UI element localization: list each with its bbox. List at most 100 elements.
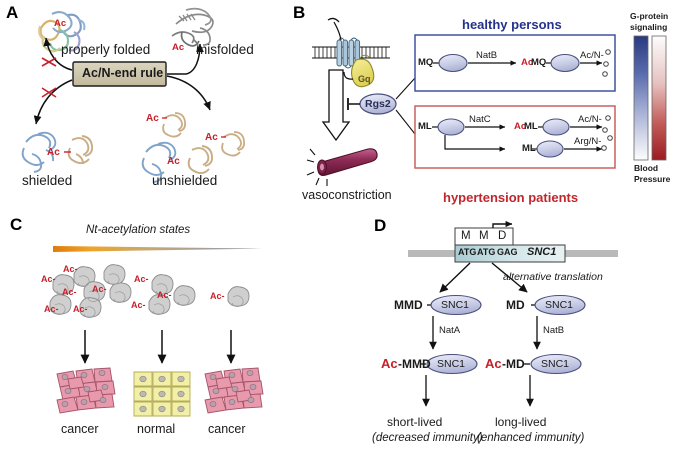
gpcr-receptor-icon [327, 17, 361, 69]
oval-acmq [550, 53, 580, 73]
gene-name-label: SNC1 [527, 246, 557, 258]
ac-tag-c-10: Ac- [210, 291, 225, 301]
healthy-substrate-label: MQ [418, 57, 434, 68]
branch-alt [444, 135, 506, 152]
arrow-to-shielded [33, 79, 73, 125]
right-enzyme-label: NatB [543, 325, 565, 336]
oval-acml [542, 118, 570, 136]
blocked-mark-shielded [41, 87, 57, 98]
label-properly-folded: properly folded [61, 42, 151, 57]
legend-bottom-line2: Pressure [634, 174, 671, 184]
degradation-products-healthy [602, 49, 611, 77]
legend-bar-g-protein-signaling [633, 35, 649, 161]
right-fate-label: long-lived [495, 415, 547, 429]
hyper-ac-label: Ac [514, 121, 527, 132]
nt-acetylation-title: Nt-acetylation states [86, 224, 191, 236]
residue-box [454, 227, 514, 246]
ac-tag-c-4: Ac- [92, 284, 107, 294]
healthy-product-label: MQ [531, 57, 547, 68]
gq-protein-icon [343, 54, 375, 88]
panel-d-graphics [408, 220, 618, 407]
left-protein-name: SNC1 [441, 299, 470, 311]
label-shielded: shielded [22, 173, 73, 188]
connector-to-hypertension [395, 109, 416, 135]
signal-arrow [321, 69, 351, 142]
ac-n-end-rule-label: Ac/N-end rule [82, 66, 164, 80]
oval-ml2 [536, 140, 564, 158]
oval-snc1-right [534, 294, 586, 316]
oval-ac-snc1-right [530, 353, 582, 375]
protein-group-high [49, 264, 132, 318]
ac-tag-c-7: Ac- [134, 274, 149, 284]
hyper-pathway-top-label: Ac/N- [578, 114, 602, 125]
protein-group-low [227, 286, 250, 307]
tissue-cancer-left [56, 367, 116, 414]
left-protein-prefix: MMD [394, 298, 423, 312]
tissue-label-cancer-right: cancer [208, 422, 246, 436]
legend-title-line2: signaling [630, 22, 668, 32]
vasoconstriction-vessel-icon [306, 148, 378, 186]
ac-tag-unshielded-2: Ac [205, 132, 218, 143]
label-misfolded: misfolded [196, 42, 254, 57]
hyper-substrate-label: ML [418, 121, 432, 132]
ac-tag-c-6: Ac- [73, 304, 88, 314]
vasoconstriction-label: vasoconstriction [302, 188, 392, 202]
protein-unshielded-free-2 [221, 131, 246, 157]
tissue-normal [133, 371, 191, 417]
degradation-products-hyper [601, 115, 613, 151]
ac-tag-c-1: Ac- [63, 264, 78, 274]
hyper-product-label: ML [524, 121, 538, 132]
ac-tag-c-8: Ac- [157, 290, 172, 300]
residue-2: M [479, 230, 489, 242]
panel-b-graphics [306, 17, 667, 186]
hyper-alt-substrate-label: ML [522, 143, 536, 154]
left-enzyme-label: NatA [439, 325, 461, 336]
alternative-translation-label: alternative translation [503, 271, 603, 283]
blocked-mark-properly-folded [41, 57, 57, 67]
oval-snc1-left [430, 294, 482, 316]
ac-tag-c-3: Ac- [62, 287, 77, 297]
panel-c-graphics [49, 246, 264, 417]
healthy-enzyme-label: NatB [476, 50, 498, 61]
connector-to-healthy [395, 77, 416, 100]
transcription-arrow [492, 220, 513, 228]
right-fate-note: (enhanced immunity) [477, 432, 585, 444]
tissue-label-normal: normal [137, 422, 176, 436]
protein-unshielded-complex [141, 141, 214, 183]
left-fate-note: (decreased immunity) [372, 432, 483, 444]
protein-group-normal [148, 274, 196, 315]
right-ac-prefix: -MD [502, 357, 525, 371]
residue-1: M [461, 230, 471, 242]
codon-3: GAG [497, 247, 518, 257]
legend-bar-blood-pressure [651, 35, 667, 161]
ac-tag-shielded: Ac [47, 147, 60, 158]
ac-tag-c-9: Ac- [131, 300, 146, 310]
arrow-alternative-translation [491, 262, 528, 293]
panel-label-a: A [6, 3, 19, 22]
left-ac-label: Ac [381, 356, 398, 371]
ac-tag-c-5: Ac- [44, 304, 59, 314]
protein-shielded-icon [21, 131, 94, 173]
gq-label: Gq [358, 74, 371, 84]
panel-label-b: B [293, 3, 306, 22]
ac-tag-misfolded: Ac [172, 42, 184, 53]
legend-title-line1: G-protein [630, 11, 669, 21]
residue-3: D [498, 230, 507, 242]
right-protein-name: SNC1 [545, 299, 574, 311]
hyper-enzyme-label: NatC [469, 114, 491, 125]
panel-label-c: C [10, 215, 23, 234]
ac-n-end-rule-box [72, 61, 167, 87]
left-ac-protein-name: SNC1 [437, 358, 466, 370]
hyper-pathway-bottom-label: Arg/N- [574, 136, 602, 147]
ac-tag-c-2: Ac- [41, 274, 56, 284]
healthy-pathway-label: Ac/N- [580, 50, 604, 61]
oval-ac-snc1-left [426, 353, 478, 375]
oval-mq [438, 53, 468, 73]
rgs2-label: Rgs2 [365, 98, 391, 110]
nt-acetylation-gradient-wedge [53, 246, 262, 252]
hypertension-patients-box [414, 105, 616, 169]
arrow-to-unshielded [166, 75, 211, 111]
panel-label-d: D [374, 216, 387, 235]
